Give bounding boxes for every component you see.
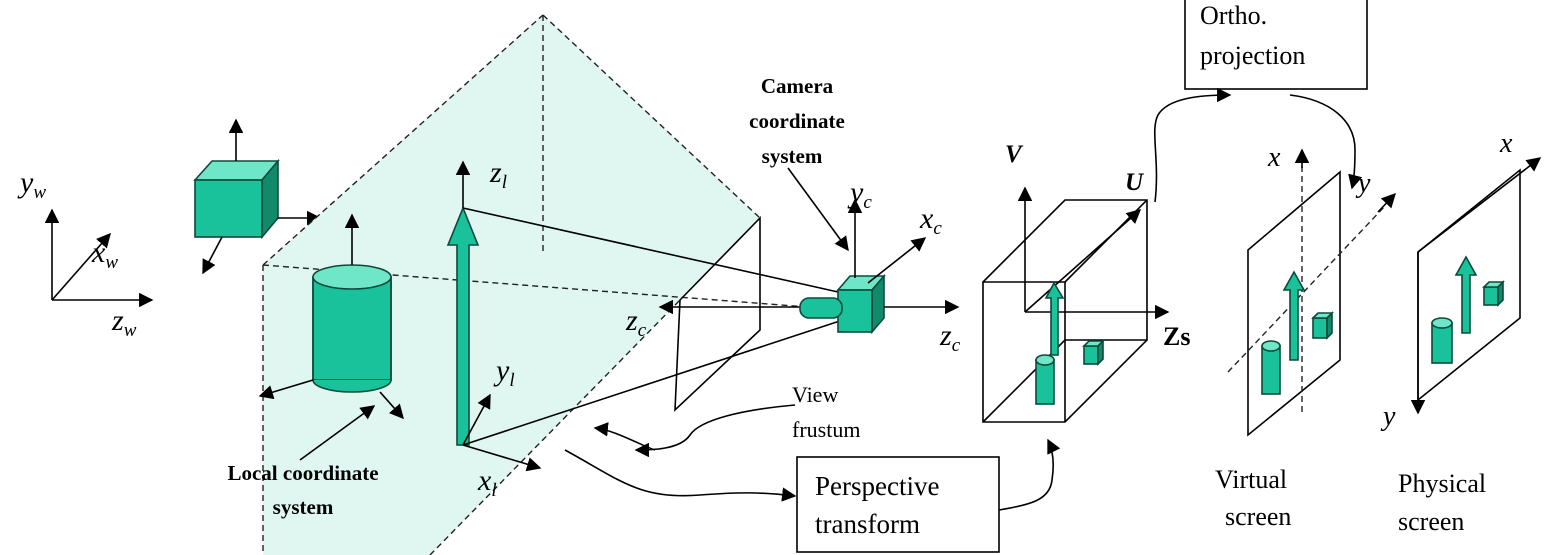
camera-label: Camera coordinate system bbox=[749, 74, 849, 252]
camera-x-label: xc bbox=[919, 202, 942, 239]
virtual-y-label: y bbox=[1355, 168, 1371, 199]
ortho-line1: Ortho. bbox=[1200, 1, 1267, 30]
frustum-label-line1: View bbox=[792, 382, 838, 407]
physical-label-line1: Physical bbox=[1398, 469, 1486, 498]
camera-y-label: yc bbox=[847, 176, 872, 213]
world-x-label: xw bbox=[91, 236, 118, 273]
world-axes: yw xw zw bbox=[17, 166, 154, 341]
screen-space-box: V U Zs bbox=[982, 141, 1190, 423]
world-z-label: zw bbox=[111, 304, 137, 341]
physical-x-label: x bbox=[1499, 128, 1513, 159]
ortho-projection: Ortho. projection bbox=[1153, 0, 1368, 203]
local-label-line1: Local coordinate bbox=[227, 461, 378, 485]
cylinder-object bbox=[258, 213, 404, 420]
physical-label-line2: screen bbox=[1398, 507, 1464, 536]
physical-y-label: y bbox=[1380, 401, 1396, 432]
perspective-line2: transform bbox=[815, 509, 920, 539]
camera-z-back-label: zc bbox=[625, 304, 647, 341]
screen-v-label: V bbox=[1005, 141, 1024, 168]
perspective-transform: Perspective transform bbox=[564, 438, 1061, 553]
local-y-label: yl bbox=[493, 354, 515, 391]
local-label-line2: system bbox=[273, 495, 334, 519]
view-frustum-label: View frustum bbox=[593, 382, 860, 458]
local-x-label: xl bbox=[477, 464, 497, 501]
camera-label-line3: system bbox=[762, 144, 823, 168]
screen-u-label: U bbox=[1125, 169, 1145, 196]
virtual-label-line2: screen bbox=[1225, 502, 1291, 531]
local-arrow-object: zl yl xl bbox=[446, 156, 542, 501]
object-cube bbox=[193, 118, 322, 275]
virtual-screen: x y Virtual screen bbox=[1215, 142, 1396, 531]
ortho-line2: projection bbox=[1200, 41, 1305, 70]
physical-screen: x y Physical screen bbox=[1380, 128, 1542, 536]
camera-label-line2: coordinate bbox=[749, 109, 845, 133]
virtual-x-label: x bbox=[1267, 142, 1281, 173]
camera: yc xc zc bbox=[799, 176, 961, 356]
world-y-label: yw bbox=[17, 166, 46, 203]
perspective-line1: Perspective bbox=[815, 471, 939, 501]
screen-zs-label: Zs bbox=[1163, 322, 1190, 351]
camera-label-line1: Camera bbox=[761, 74, 834, 98]
local-z-label: zl bbox=[489, 156, 507, 193]
camera-z-front-label: zc bbox=[939, 319, 961, 356]
virtual-label-line1: Virtual bbox=[1215, 465, 1287, 494]
frustum-label-line2: frustum bbox=[792, 417, 860, 442]
local-label: Local coordinate system bbox=[227, 405, 379, 519]
frustum-region bbox=[262, 14, 847, 555]
